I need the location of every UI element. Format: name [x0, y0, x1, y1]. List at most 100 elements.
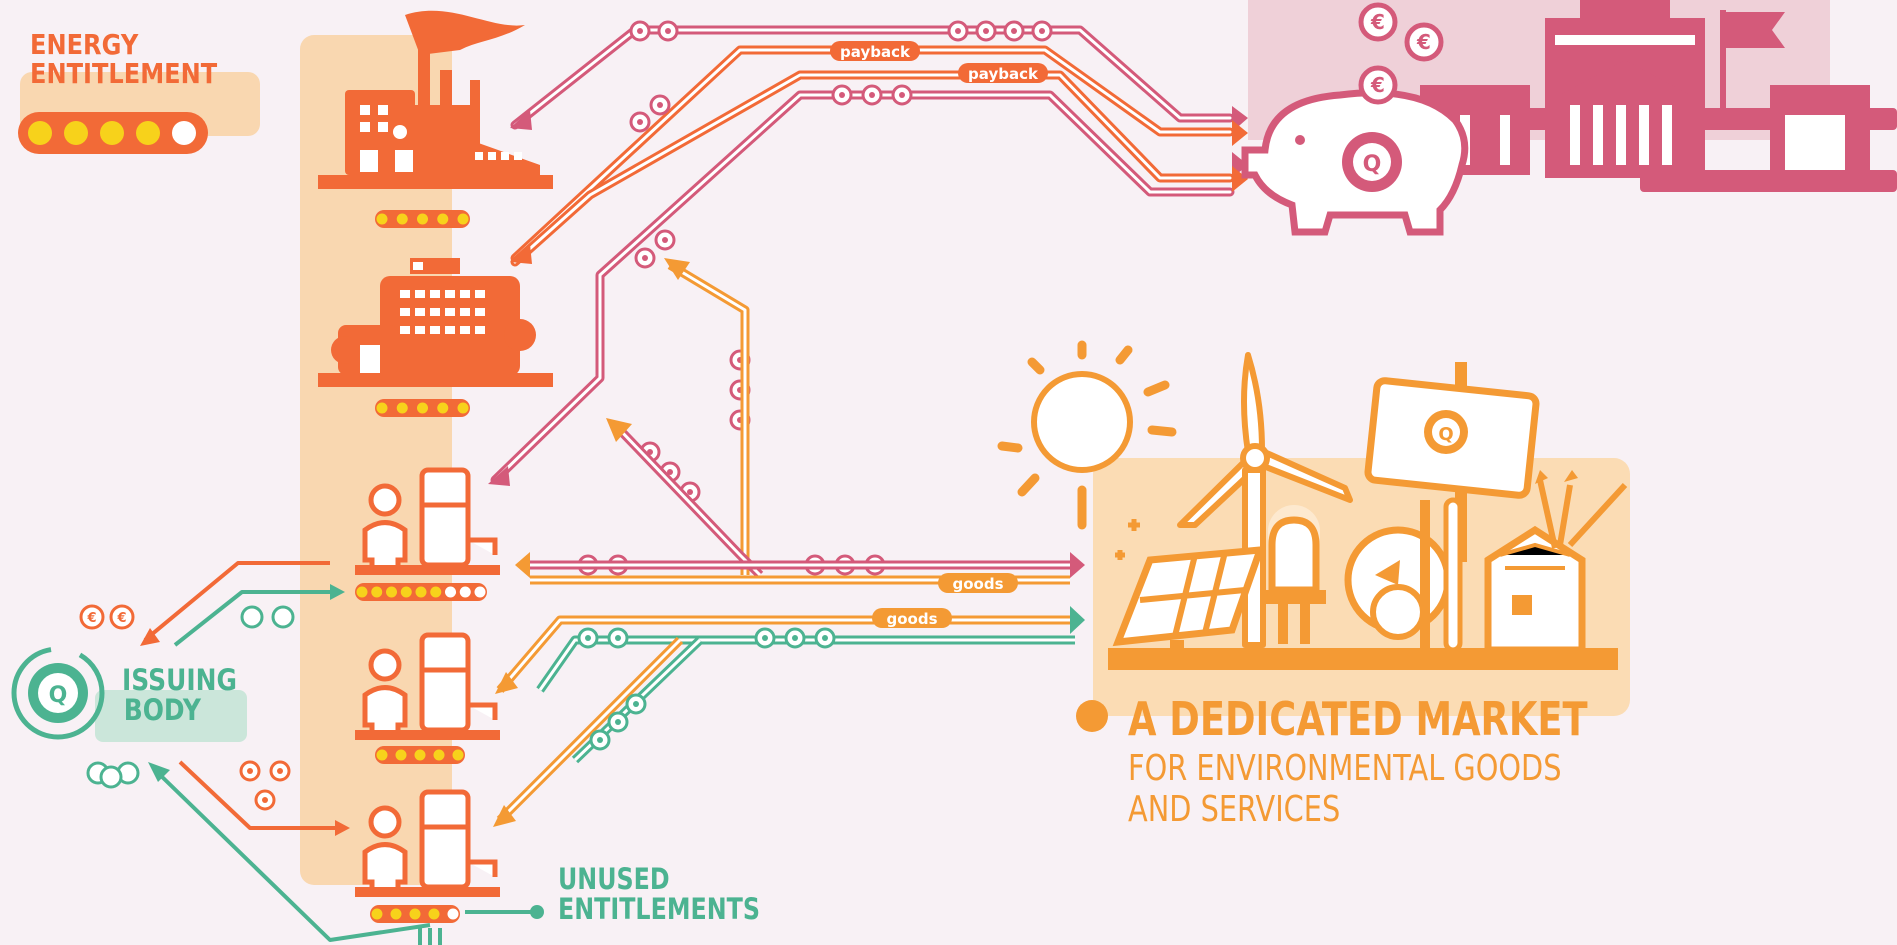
entitlement-dot — [445, 586, 456, 598]
arrowhead — [606, 418, 632, 442]
entitlement-dot — [457, 213, 469, 225]
office-building-icon — [318, 258, 553, 387]
market-subtitle: FOR ENVIRONMENTAL GOODS AND SERVICES — [1128, 748, 1562, 831]
payback-tag — [958, 63, 1048, 83]
entitlement-dot — [396, 402, 408, 414]
entitlement-dot — [459, 586, 471, 598]
entitlement-bar-household_middle — [375, 746, 465, 764]
wind-turbine-icon — [1177, 352, 1353, 648]
entitlement-dot — [400, 586, 412, 598]
fridge-icon — [419, 789, 498, 890]
legend-dot — [100, 121, 124, 145]
entitlement-dot — [371, 908, 383, 920]
market-exchange-flows — [493, 258, 1085, 827]
svg-text:€: € — [1370, 73, 1385, 97]
entitlement-dot — [371, 586, 383, 598]
arrowhead — [515, 552, 530, 578]
actors-column-panel — [300, 35, 452, 885]
euro-coin-icon — [1358, 65, 1398, 105]
arrowhead — [488, 466, 510, 486]
fridge-icon — [419, 632, 498, 733]
entitlement-dot — [437, 402, 449, 414]
entitlement-dot — [417, 213, 428, 225]
market-bullet — [1076, 700, 1108, 732]
legend-dot — [172, 121, 196, 145]
issuing-body-line1: ISSUING — [122, 663, 237, 697]
payback-tag — [830, 41, 920, 61]
entitlement-bar-industry — [375, 210, 470, 228]
entitlement-dot — [447, 908, 459, 920]
entitlement-tokens — [577, 20, 1053, 576]
piggy-bank-icon: Q — [1241, 89, 1469, 236]
unused-line1: UNUSED — [558, 862, 670, 896]
svg-text:Q: Q — [1363, 152, 1382, 177]
arrowhead — [1070, 552, 1085, 578]
arrowhead — [1070, 606, 1085, 634]
legend-dot — [64, 121, 88, 145]
issuing-body-icon: Q — [11, 646, 105, 740]
entitlement-bar-household_top: + — [355, 583, 487, 601]
entitlement-bar-household_bottom — [370, 905, 460, 923]
market-sign-icon: Q — [1364, 362, 1540, 562]
arrowhead — [1232, 120, 1248, 146]
entitlement-bar-office — [375, 399, 470, 417]
entitlement-dot — [376, 402, 388, 414]
person-icon — [362, 648, 408, 738]
factory-icon — [318, 10, 553, 189]
entitlement-dot — [376, 749, 388, 761]
energy-entitlement-label: ENERGY ENTITLEMENT — [30, 30, 217, 89]
euro-coin-icon — [1404, 22, 1444, 62]
issuing-body-label: ISSUING BODY — [122, 665, 237, 726]
svg-text:€: € — [1370, 10, 1385, 34]
entitlement-dot — [386, 586, 397, 598]
entitlement-dot — [474, 586, 486, 598]
entitlement-dot — [437, 213, 449, 225]
entitlement-dot — [395, 749, 407, 761]
legend-dot — [28, 121, 52, 145]
svg-text:€: € — [1416, 30, 1431, 54]
payback-label-1: payback — [840, 43, 911, 61]
issuing-body-flows — [140, 561, 544, 945]
household-top — [355, 467, 500, 575]
entitlement-dot — [376, 213, 388, 225]
euro-coin-icon — [79, 604, 105, 630]
energy-entitlement-line2: ENTITLEMENT — [30, 57, 218, 91]
svg-text:Q: Q — [49, 683, 68, 708]
svg-text:€: € — [86, 611, 96, 626]
person-icon — [362, 483, 408, 573]
goods-tag — [872, 608, 952, 628]
legend-entitlement-dots — [28, 121, 196, 145]
lamp-icon — [1262, 505, 1326, 644]
euro-coin-icon — [1358, 2, 1398, 42]
arrowhead — [510, 244, 532, 264]
entitlement-dot — [430, 586, 442, 598]
entitlement-dot — [452, 749, 464, 761]
svg-text:Q: Q — [1438, 424, 1453, 445]
payback-flows — [490, 25, 1235, 485]
goods-label-2: goods — [886, 610, 937, 628]
legend-dot — [136, 121, 160, 145]
entitlement-dot — [417, 402, 428, 414]
plus-sign: + — [447, 586, 458, 601]
entitlement-dot — [428, 908, 440, 920]
household-middle — [355, 632, 500, 740]
entitlement-dot — [414, 749, 426, 761]
issuing-body-panel — [95, 690, 247, 742]
euro-coin-icon — [109, 604, 135, 630]
goods-tag — [938, 573, 1018, 593]
market-ground — [1108, 648, 1618, 670]
arrowhead — [510, 110, 532, 130]
goods-label-1: goods — [952, 575, 1003, 593]
svg-text:€: € — [116, 611, 126, 626]
apple-icon — [1344, 497, 1463, 653]
unused-line2: ENTITLEMENTS — [558, 892, 761, 927]
entitlement-dot — [433, 749, 445, 761]
energy-entitlement-line1: ENERGY — [30, 28, 139, 61]
house-icon — [1484, 470, 1628, 654]
entitlement-dot — [415, 586, 427, 598]
arrowhead — [493, 805, 516, 827]
market-title: A DEDICATED MARKET — [1128, 692, 1588, 746]
entitlement-dot — [356, 586, 368, 598]
unused-entitlements-label: UNUSED ENTITLEMENTS — [558, 864, 760, 925]
